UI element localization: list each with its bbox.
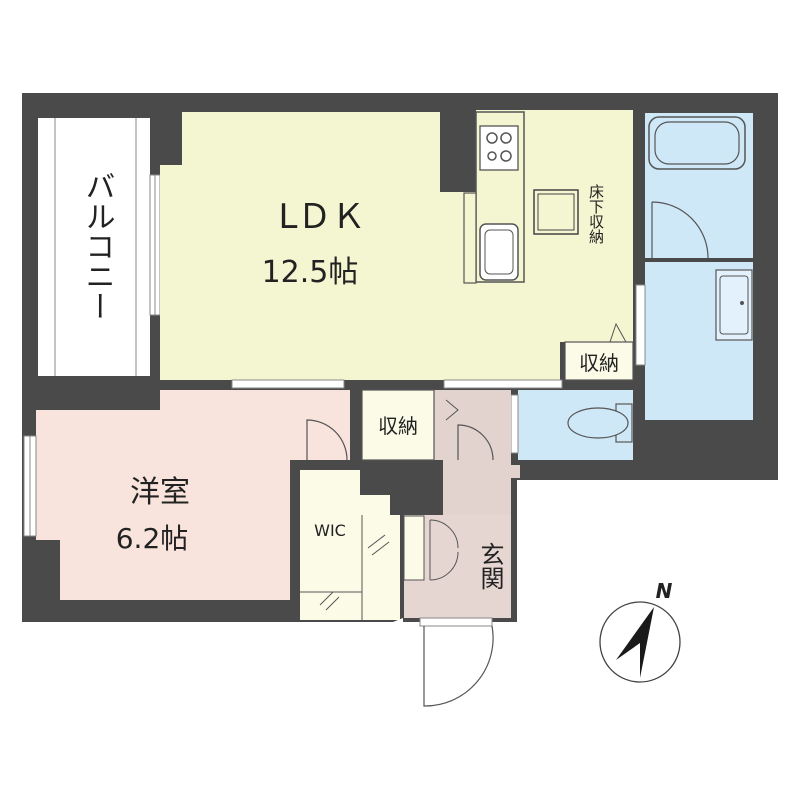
wash-basin	[715, 269, 753, 341]
underfloor-storage-hatch	[533, 189, 579, 235]
bath-door-swing	[651, 201, 709, 259]
balcony-area	[38, 118, 150, 376]
storage-kitchen-name: 収納	[579, 351, 619, 375]
western-name: 洋室	[130, 475, 190, 510]
kitchen-storage	[564, 341, 634, 381]
hall-storage	[361, 389, 435, 461]
western-door-swing	[306, 419, 348, 461]
ldk-name: LＤＫ	[279, 197, 366, 237]
kitchen-sink	[479, 223, 519, 281]
balcony-name: バルコニー	[80, 171, 115, 321]
north-arrow-icon	[616, 607, 654, 678]
wic-name: WIC	[314, 521, 346, 540]
entrance-door-swing	[423, 625, 494, 707]
hall-door-swing	[457, 424, 494, 461]
compass-label: N	[656, 579, 673, 603]
western-room	[36, 390, 350, 600]
ldk-room	[160, 110, 633, 380]
hallway	[434, 390, 520, 515]
stove	[479, 125, 519, 171]
entrance-name: 玄関	[476, 542, 504, 590]
ldk-size: 12.5帖	[262, 255, 359, 290]
kitchen-counter-left	[463, 192, 477, 284]
wic-room	[300, 470, 400, 620]
western-size: 6.2帖	[116, 522, 189, 555]
north-compass: N	[599, 579, 681, 683]
toilet-bowl	[567, 407, 629, 439]
underfloor-name: 床下収納	[587, 184, 605, 245]
storage-hall-name: 収納	[378, 414, 418, 438]
shoe-cabinet	[403, 515, 425, 581]
bathtub	[648, 116, 746, 170]
